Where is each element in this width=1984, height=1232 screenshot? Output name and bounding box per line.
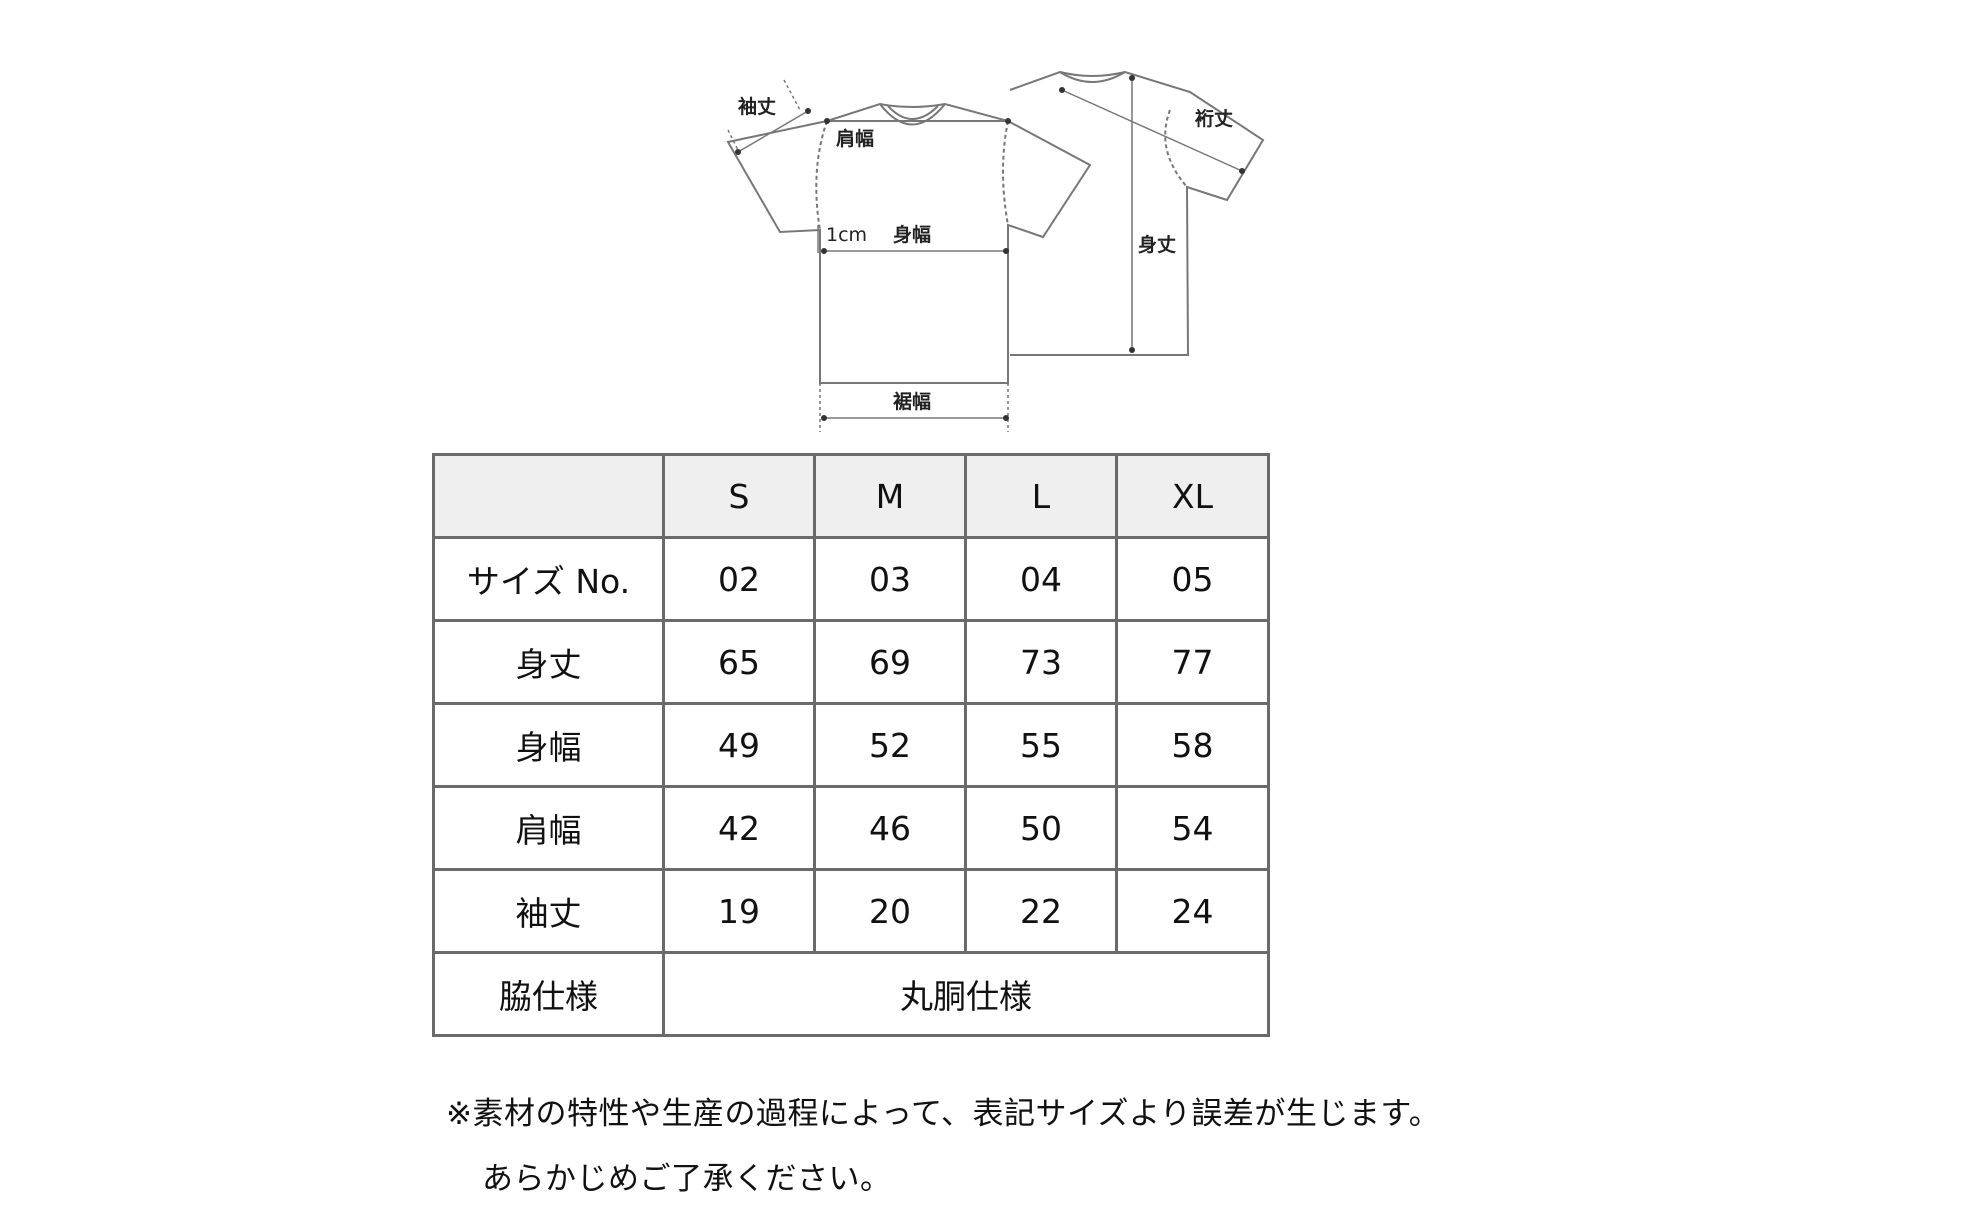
sleeve-length-label: 袖丈 [738,96,777,118]
yuki-length-label: 裄丈 [1195,108,1234,130]
cell-value: 22 [964,868,1118,954]
header-size-xl: XL [1115,453,1270,539]
header-size-l: L [964,453,1118,539]
shoulder-width-label: 肩幅 [836,128,875,150]
row-label-sleeve-length: 袖丈 [432,868,665,954]
cell-value: 20 [813,868,967,954]
cell-value: 50 [964,785,1118,871]
cell-value: 58 [1115,702,1270,788]
cell-value: 77 [1115,619,1270,705]
body-length-label: 身丈 [1138,234,1177,256]
table-header-row: S M L XL [432,453,1270,539]
row-label-size-no: サイズ No. [432,536,665,622]
cell-value: 04 [964,536,1118,622]
disclaimer-note-line1: ※素材の特性や生産の過程によって、表記サイズより誤差が生じます。 [446,1096,1441,1132]
table-row: 身丈 65 69 73 77 [432,619,1270,705]
cell-value: 24 [1115,868,1270,954]
cell-value: 05 [1115,536,1270,622]
cell-value: 54 [1115,785,1270,871]
cell-value: 02 [662,536,816,622]
cell-value: 73 [964,619,1118,705]
cell-value: 52 [813,702,967,788]
row-label-body-length: 身丈 [432,619,665,705]
cell-value: 65 [662,619,816,705]
cell-value: 03 [813,536,967,622]
table-row: 身幅 49 52 55 58 [432,702,1270,788]
side-spec-value: 丸胴仕様 [662,951,1270,1037]
row-label-body-width: 身幅 [432,702,665,788]
header-size-m: M [813,453,967,539]
table-row: サイズ No. 02 03 04 05 [432,536,1270,622]
tshirt-measurement-diagram: 袖丈 肩幅 1cm 身幅 裾幅 裄丈 身丈 [700,50,1300,450]
table-row: 袖丈 19 20 22 24 [432,868,1270,954]
one-cm-label: 1cm [826,224,868,246]
table-row-side-spec: 脇仕様 丸胴仕様 [432,951,1270,1037]
size-chart-table: S M L XL サイズ No. 02 03 04 05 身丈 65 69 73… [432,453,1270,1037]
disclaimer-note-line2: あらかじめご了承ください。 [482,1161,892,1197]
cell-value: 46 [813,785,967,871]
header-size-s: S [662,453,816,539]
cell-value: 55 [964,702,1118,788]
cell-value: 49 [662,702,816,788]
hem-width-label: 裾幅 [893,391,932,413]
row-label-side-spec: 脇仕様 [432,951,665,1037]
header-corner-cell [432,453,665,539]
cell-value: 69 [813,619,967,705]
body-width-label: 身幅 [893,224,932,246]
cell-value: 19 [662,868,816,954]
tshirt-outline-icon [726,70,1265,432]
row-label-shoulder-width: 肩幅 [432,785,665,871]
table-row: 肩幅 42 46 50 54 [432,785,1270,871]
cell-value: 42 [662,785,816,871]
